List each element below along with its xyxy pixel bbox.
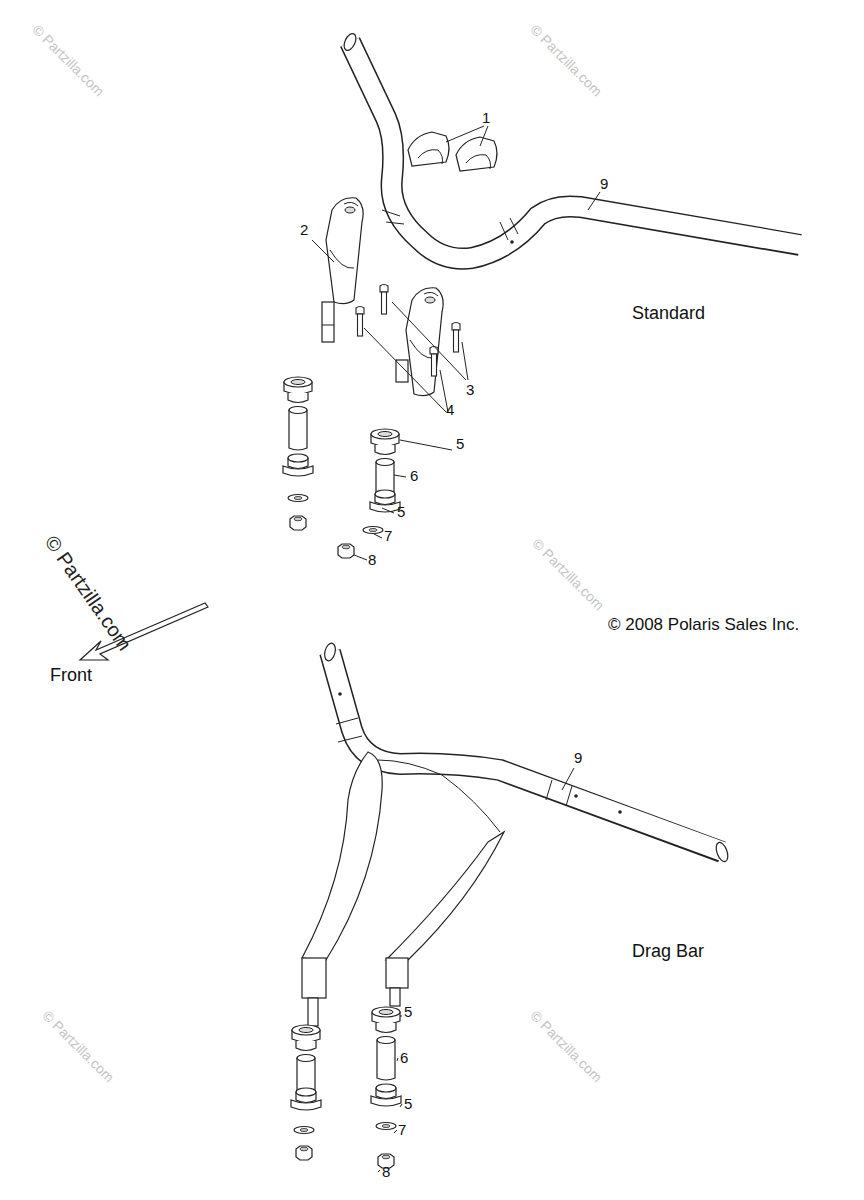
callout-number: 6 [400,1050,408,1065]
watermark: © Partzilla.com [40,1008,117,1085]
section-title: Standard [632,304,705,322]
callout-number: 8 [382,1164,390,1179]
callout-number: 2 [300,222,308,237]
direction-label: Front [50,666,92,684]
callout-number: 5 [456,436,464,451]
copyright-note: © 2008 Polaris Sales Inc. [608,616,799,633]
watermark: © Partzilla.com [30,22,107,99]
watermark: © Partzilla.com [528,1008,605,1085]
callout-number: 7 [398,1122,406,1137]
callout-number: 1 [482,110,490,125]
callout-number: 3 [466,382,474,397]
callout-number: 5 [404,1004,412,1019]
callout-number: 4 [446,402,454,417]
watermark: © Partzilla.com [42,532,136,654]
callout-number: 5 [397,504,405,519]
callout-number: 9 [600,176,608,191]
watermark: © Partzilla.com [530,536,607,613]
callout-number: 8 [368,552,376,567]
callout-number: 9 [574,750,582,765]
callout-number: 7 [384,528,392,543]
section-title: Drag Bar [632,942,704,960]
callout-number: 5 [404,1096,412,1111]
callout-number: 6 [410,468,418,483]
watermark: © Partzilla.com [528,22,605,99]
